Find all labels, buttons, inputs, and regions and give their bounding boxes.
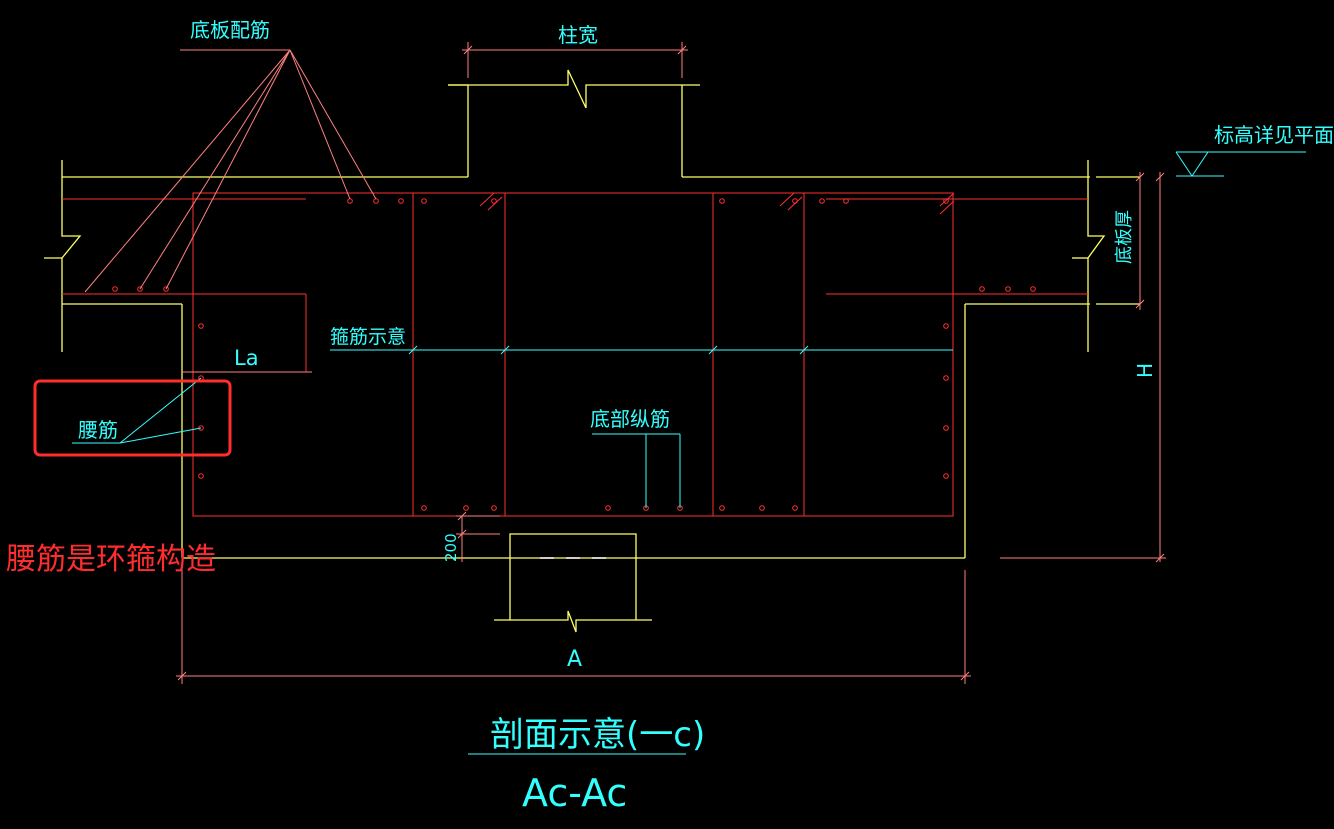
rebar-dots: [112, 198, 1036, 511]
section-title: 剖面示意(一c): [490, 715, 705, 755]
la-label: La: [234, 346, 259, 370]
cyan-lines: [72, 151, 1306, 755]
highlight-box: [33, 379, 232, 457]
column-width-label: 柱宽: [558, 23, 598, 47]
bottom-long-rebar-label: 底部纵筋: [590, 407, 670, 431]
section-id: Ac-Ac: [522, 771, 627, 815]
dim-a-label: A: [567, 647, 582, 672]
dim-h-label: H: [1133, 363, 1157, 378]
rebar-lines: [62, 192, 1088, 517]
elevation-note-label: 标高详见平面: [1214, 123, 1334, 147]
waist-rebar-label: 腰筋: [78, 418, 118, 442]
stirrup-note-label: 箍筋示意: [330, 326, 406, 348]
slab-thickness-label: 底板厚: [1114, 210, 1135, 264]
bottom-slab-rebar-label: 底板配筋: [190, 18, 270, 42]
concrete-outline: [44, 69, 1140, 633]
dim-200-label: 200: [442, 533, 460, 562]
annotation-note: 腰筋是环箍构造: [6, 542, 216, 577]
dimension-lines: [84, 42, 1166, 684]
